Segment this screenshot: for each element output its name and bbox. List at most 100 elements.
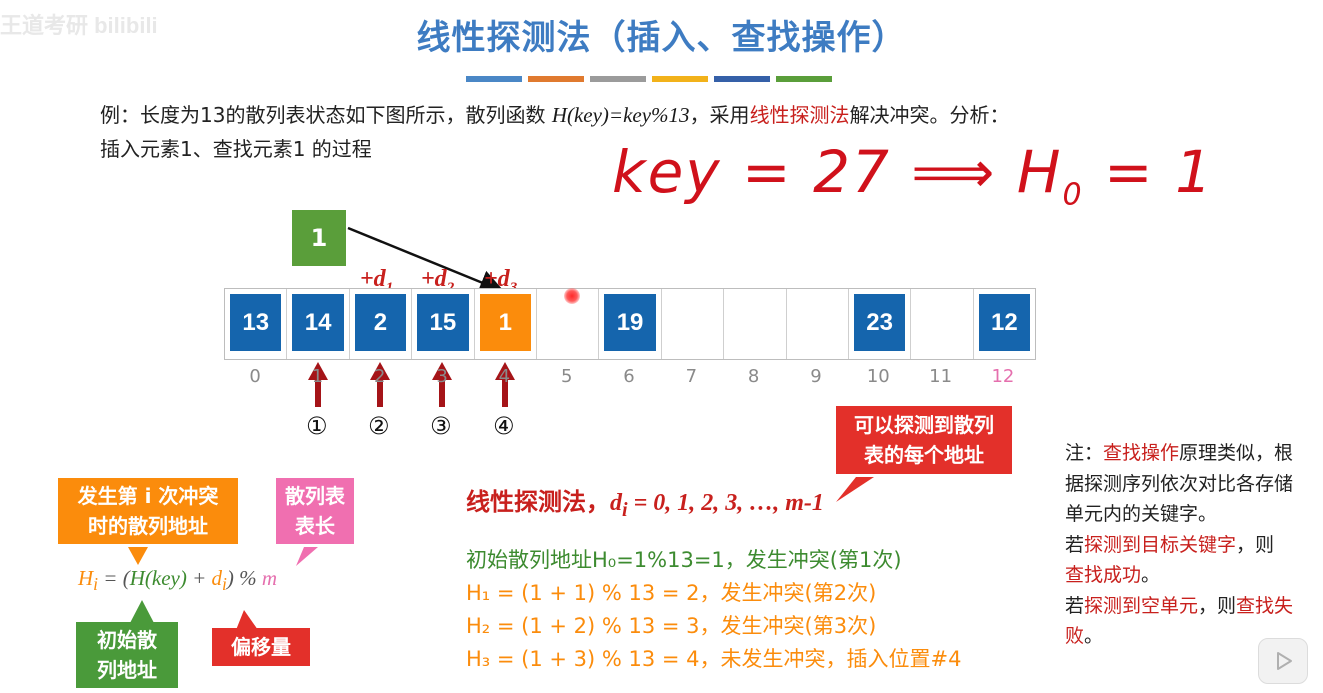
problem-statement: 例：长度为13的散列表状态如下图所示，散列函数 H(key)=key%13，采用… [100,98,1220,166]
probe-step-3: ③ [430,412,452,440]
callout-initial-address: 初始散 列地址 [76,622,178,688]
new-element-box: 1 [292,210,346,266]
accent-bar [590,76,646,82]
play-button[interactable] [1258,638,1308,684]
probe-formula: Hi = (H(key) + di) % m [78,566,277,595]
callout-offset: 偏移量 [212,628,310,666]
table-cell: 2 [350,289,413,359]
callout-line: 发生第 i 次冲突 [77,484,219,508]
note-highlight: 查找成功 [1065,564,1142,586]
table-cell-empty [662,289,725,359]
probe-steps-list: 初始散列地址H₀=1%13=1，发生冲突(第1次) H₁ = (1 + 1) %… [466,544,962,676]
accent-bar [776,76,832,82]
offset-sub: 2 [447,280,455,296]
table-cell-empty [911,289,974,359]
callout-tail [130,600,154,623]
note-highlight: 查找操作 [1103,442,1180,464]
cell-value: 23 [853,294,906,351]
callout-line: 表的每个地址 [864,443,984,467]
offset-label-d3: +d3 [484,266,517,297]
hash-function: H(key)=key%13 [551,103,690,127]
formula-part: d [211,566,223,590]
formula-part: H [78,566,94,590]
formula-part: m [261,566,278,590]
index-label: 5 [560,366,573,387]
callout-line: 表长 [295,514,335,538]
play-icon [1277,652,1292,670]
accent-bars [466,76,832,82]
insert-arrow [347,226,505,295]
cell-value: 19 [604,294,656,351]
table-indices: 0 1 2 3 4 5 6 7 8 9 10 11 12 [224,366,1034,387]
laser-pointer [564,288,580,304]
probe-step-1: ① [306,412,328,440]
table-cell: 12 [974,289,1035,359]
note-text: 。 [1141,564,1161,586]
table-cell: 23 [849,289,912,359]
callout-tail [128,547,148,565]
table-cell-empty [787,289,849,359]
index-label: 2 [374,366,386,387]
callout-tail [296,547,318,566]
index-label: 6 [623,366,635,387]
accent-bar [714,76,770,82]
formula-part: i [222,574,227,595]
method-part: i [622,498,628,521]
formula-part: i [93,574,99,595]
offset-sub: 3 [510,280,518,296]
table-cell: 19 [599,289,662,359]
problem-text: 例：长度为13的散列表状态如下图所示，散列函数 [100,103,552,127]
index-label: 4 [498,366,511,387]
table-cell-empty [724,289,787,359]
index-label: 9 [810,366,822,387]
problem-task: 插入元素1、查找元素1 的过程 [100,137,372,161]
note-text: 若 [1065,533,1085,556]
method-part: d [610,490,622,516]
cell-value: 14 [292,294,344,351]
method-formula: 线性探测法，di = 0, 1, 2, 3, …, m-1 [466,482,824,522]
probe-step-2: ② [368,412,390,440]
cell-value: 12 [978,294,1031,351]
note-text: 。 [1084,625,1104,647]
probe-arrows [308,362,515,407]
problem-text: 解决冲突。分析： [849,103,1010,127]
accent-bar [466,76,522,82]
note-highlight: 查找失败 [1065,594,1294,648]
index-label: 0 [249,366,261,387]
formula-part: = ( [98,566,130,590]
problem-text: ，采用 [689,103,750,127]
callout-line: 可以探测到散列 [854,413,994,437]
table-cell-empty [537,289,600,359]
handwriting-tail: = 1 [1083,138,1214,206]
note-highlight: 探测到目标关键字 [1084,533,1237,556]
search-note: 注：查找操作原理类似，根据探测序列依次对比各存储单元内的关键字。 若探测到目标关… [1065,438,1295,652]
formula-part: H(key) [129,566,187,590]
hash-table: 13 14 2 15 1 19 23 12 [224,288,1036,360]
callout-line: 散列表 [285,484,345,508]
accent-bar [652,76,708,82]
index-label: 7 [685,366,698,387]
note-text: 原理类似，根据探测序列依次对比各存储单元内的关键字。 [1065,442,1294,525]
cell-value: 2 [354,294,407,351]
note-text: ，则 [1236,533,1275,556]
callout-line: 初始散 [97,628,157,652]
formula-part: ) % [226,566,262,590]
callout-line: 时的散列地址 [88,514,208,538]
offset-text: +d [484,266,510,292]
method-name: 线性探测法 [749,103,850,127]
note-highlight: 探测到空单元 [1084,594,1199,617]
step-line: 初始散列地址H₀=1%13=1，发生冲突(第1次) [466,548,902,572]
callout-table-length: 散列表 表长 [276,478,354,544]
page-title: 线性探测法（插入、查找操作） [416,18,907,58]
offset-label-d2: +d2 [421,266,454,297]
index-label: 8 [747,366,760,387]
cell-value: 15 [417,294,469,351]
handwriting-text: key = 27 ⟹ H [612,138,1063,206]
note-text: 若 [1065,594,1085,617]
callout-every-address: 可以探测到散列 表的每个地址 [836,406,1012,474]
method-part: = 0, 1, 2, 3, …, m-1 [627,490,824,516]
index-label: 11 [929,366,953,387]
accent-bar [528,76,584,82]
probe-arrow-1 [308,362,328,407]
